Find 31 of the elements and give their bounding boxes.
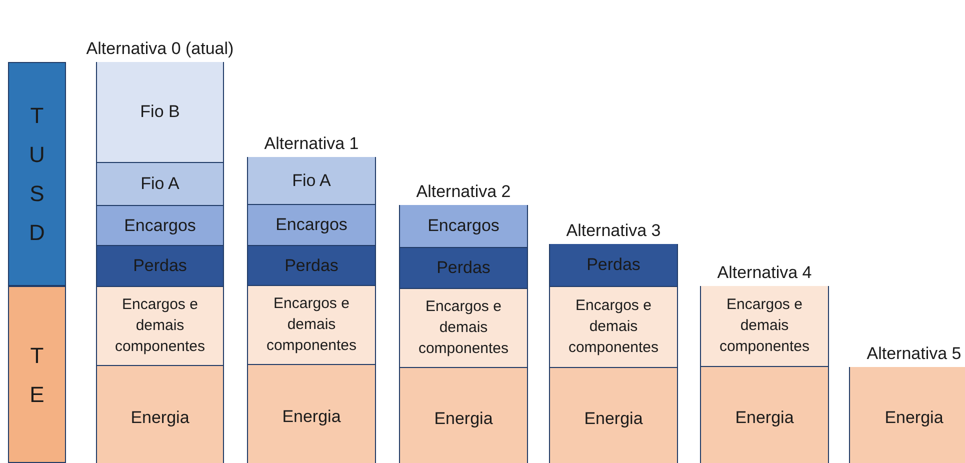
tariff-segment: Fio A bbox=[97, 162, 223, 206]
tariff-band bbox=[8, 62, 66, 286]
tariff-segment: Encargos e demais componentes bbox=[248, 286, 375, 364]
column-heading: Alternativa 2 bbox=[415, 181, 512, 203]
tariff-segment: Energia bbox=[400, 368, 527, 463]
tariff-segment: Energia bbox=[701, 366, 828, 463]
band-label: TE bbox=[28, 342, 46, 408]
tariff-segment: Encargos e demais componentes bbox=[550, 286, 677, 368]
tariff-segment: Perdas bbox=[550, 244, 677, 286]
tariff-segment: Encargos bbox=[97, 206, 223, 246]
tariff-segment: Energia bbox=[248, 364, 375, 463]
tariff-segment: Perdas bbox=[248, 246, 375, 286]
tariff-segment: Energia bbox=[850, 366, 965, 463]
column-heading: Alternativa 0 (atual) bbox=[85, 38, 235, 60]
tariff-segment: Perdas bbox=[400, 248, 527, 288]
tariff-segment: Encargos e demais componentes bbox=[400, 288, 527, 368]
column-heading: Alternativa 5 bbox=[866, 343, 962, 365]
tariff-segment: Encargos bbox=[400, 204, 527, 248]
column-heading: Alternativa 3 bbox=[565, 220, 662, 242]
tariff-segment: Energia bbox=[97, 366, 223, 463]
tariff-segment: Fio A bbox=[248, 156, 375, 204]
tariff-segment: Encargos e demais componentes bbox=[701, 286, 828, 366]
band-label: TUSD bbox=[28, 102, 46, 247]
tariff-band bbox=[8, 286, 66, 463]
tariff-segment: Encargos bbox=[248, 204, 375, 246]
tariff-segment: Encargos e demais componentes bbox=[97, 286, 223, 366]
column-heading: Alternativa 1 bbox=[263, 133, 360, 155]
tariff-segment: Perdas bbox=[97, 246, 223, 286]
column-heading: Alternativa 4 bbox=[716, 262, 813, 284]
tariff-segment: Energia bbox=[550, 368, 677, 463]
tariff-segment: Fio B bbox=[97, 62, 223, 162]
